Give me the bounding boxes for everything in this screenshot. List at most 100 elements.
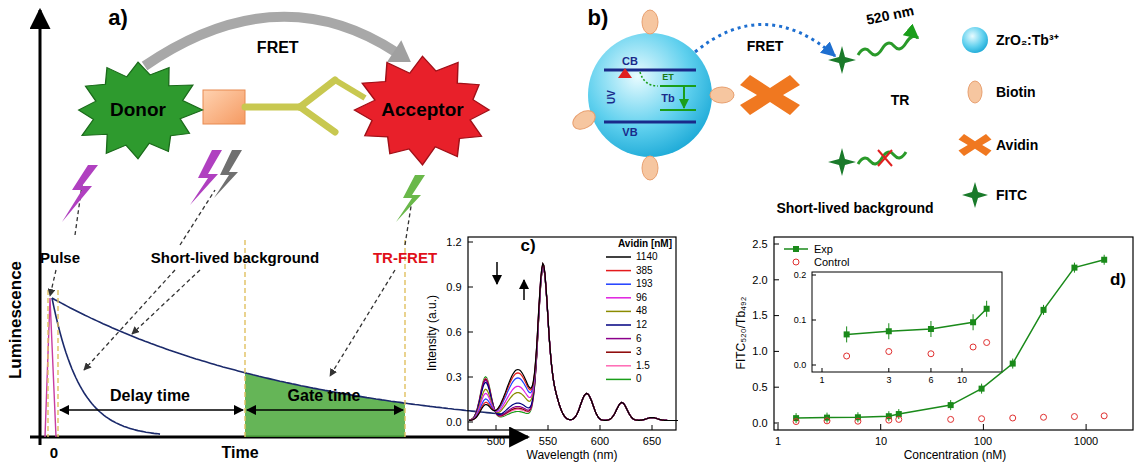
label-text: Short-lived background: [776, 200, 933, 216]
data-point: [793, 419, 799, 425]
fret-arrow-line: [145, 17, 396, 66]
label-text: 0.6: [446, 326, 461, 339]
legend-line: [606, 256, 631, 258]
spectrum-line: [469, 264, 678, 420]
label-text: 10: [957, 375, 967, 385]
data-point: [1101, 413, 1107, 419]
arrow-head: [387, 40, 411, 62]
data-point: [886, 349, 892, 355]
legend-marker: [793, 259, 799, 265]
label-text: VB: [622, 126, 637, 139]
label-text: Wavelength (nm): [527, 449, 618, 463]
legend-text: 0: [636, 374, 642, 386]
legend-line: [606, 283, 631, 285]
label-text: 0: [50, 444, 58, 461]
label-text: TR-FRET: [373, 249, 437, 266]
spectrum-line: [469, 265, 678, 420]
star-shape: Donor: [72, 58, 204, 162]
legend-text: 96: [636, 292, 647, 304]
label-text: 0.0: [794, 360, 807, 370]
data-point: [896, 416, 902, 422]
legend-text: 48: [636, 306, 647, 318]
star-shape: Acceptor: [350, 54, 495, 166]
star-fill: [354, 56, 489, 165]
label-text: ET: [662, 72, 674, 82]
data-point: [928, 351, 934, 357]
data-point: [855, 418, 861, 424]
label-text: c): [520, 236, 535, 256]
data-point: [948, 402, 954, 408]
label-text: FITC₅₂₀/Tb₄₉₂: [735, 297, 749, 370]
label-text: Gate time: [288, 387, 361, 405]
label-text: Pulse: [40, 249, 80, 266]
label-text: Intensity (a.u.): [426, 295, 440, 371]
legend-text: 1140: [636, 251, 658, 263]
label-text: 1: [775, 435, 781, 448]
legend-line: [606, 270, 631, 272]
label-text: TR: [891, 92, 910, 108]
legend-line: [606, 365, 631, 367]
legend-line: [606, 379, 631, 381]
spectrum-line: [469, 264, 678, 421]
data-point: [824, 418, 830, 424]
legend-line: [606, 324, 631, 326]
legend-text: ZrO₂:Tb³⁺: [996, 32, 1059, 48]
legend-text: 12: [636, 319, 647, 331]
label-text: 0.3: [446, 371, 461, 384]
data-point: [970, 344, 976, 350]
legend-text: 385: [636, 265, 653, 277]
label-text: 10: [875, 435, 887, 448]
data-point: [1010, 415, 1016, 421]
label-text: 1: [819, 375, 824, 385]
spectrum-line: [469, 264, 678, 421]
data-point: [886, 328, 892, 334]
label-text: CB: [622, 55, 638, 68]
label-text: a): [108, 5, 128, 30]
data-point: [1071, 414, 1077, 420]
node-label: Acceptor: [381, 99, 463, 121]
data-point: [979, 416, 985, 422]
label-text: 0.0: [752, 417, 767, 430]
legend-text: 1.5: [636, 360, 650, 372]
label-text: 650: [643, 435, 661, 448]
label-text: 0.5: [752, 381, 767, 394]
legend-marker: [793, 246, 799, 252]
data-point: [1041, 307, 1047, 313]
label-text: 2.5: [752, 238, 767, 251]
data-point: [844, 353, 850, 359]
label-text: 1.0: [752, 345, 767, 358]
spectrum-line: [469, 267, 678, 420]
label-text: 1.5: [752, 309, 767, 322]
label-text: Concentration (nM): [904, 449, 1007, 463]
legend-text: FITC: [996, 187, 1027, 203]
label-text: 0.2: [794, 270, 807, 280]
label-text: 3: [886, 375, 891, 385]
node-label: Donor: [110, 99, 166, 121]
label-text: 520 nm: [865, 2, 916, 28]
spectrum-line: [469, 267, 678, 421]
label-text: 0.1: [794, 315, 807, 325]
star-fill: [79, 62, 203, 159]
label-text: Luminescence: [6, 261, 26, 379]
label-text: Short-lived background: [151, 249, 319, 266]
spectrum-line: [469, 267, 678, 421]
data-point: [970, 319, 976, 325]
data-line: [796, 260, 1104, 418]
label-text: 100: [974, 435, 992, 448]
legend-text: 3: [636, 346, 642, 358]
legend-line: [606, 297, 631, 299]
label-text: d): [1110, 270, 1126, 290]
label-text: 500: [487, 435, 505, 448]
data-point: [1041, 414, 1047, 420]
legend-line: [606, 351, 631, 353]
legend-line: [606, 338, 631, 340]
legend-text: Exp: [814, 243, 833, 256]
data-point: [948, 416, 954, 422]
legend-text: Control: [814, 256, 849, 269]
data-point: [979, 386, 985, 392]
data-point: [1101, 257, 1107, 263]
label-text: 0.9: [446, 281, 461, 294]
legend-text: Biotin: [996, 84, 1036, 100]
legend-text: 6: [636, 333, 642, 345]
